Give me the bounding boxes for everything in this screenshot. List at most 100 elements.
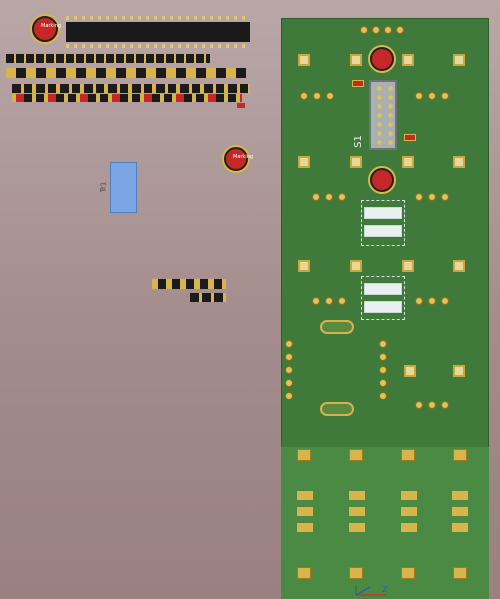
via: [415, 297, 423, 305]
square-pad: [350, 260, 362, 272]
smd-pad: [453, 567, 467, 579]
via-group-right-1: [415, 92, 455, 102]
via: [313, 92, 321, 100]
smd-red-board-2[interactable]: [404, 134, 416, 141]
via: [441, 401, 449, 409]
electrolytic-capacitor-board-1[interactable]: [368, 45, 396, 73]
oval-pad-2: [320, 402, 354, 416]
via: [428, 92, 436, 100]
via: [325, 297, 333, 305]
via: [415, 92, 423, 100]
capacitor-top: [372, 170, 392, 190]
square-pad: [453, 365, 465, 377]
via: [300, 92, 308, 100]
smd-pad: [297, 449, 311, 461]
square-pad: [402, 156, 414, 168]
via: [360, 26, 368, 34]
smd-pad: [401, 567, 415, 579]
smd-pad: [453, 449, 467, 461]
via: [338, 193, 346, 201]
oval-pad-1: [320, 320, 354, 334]
via: [428, 401, 436, 409]
inductor-winding: [364, 301, 402, 313]
via: [285, 353, 293, 361]
via-group-left-3: [312, 297, 352, 307]
connector-s1-label: S1: [352, 135, 364, 148]
smd-strip-1[interactable]: [6, 54, 210, 63]
capacitor-top: Marking: [226, 149, 253, 169]
square-pad: [453, 260, 465, 272]
smd-group-small-2[interactable]: [190, 293, 226, 302]
square-pad: [402, 260, 414, 272]
inductor-winding: [364, 283, 402, 295]
smd-red-part[interactable]: [237, 103, 245, 108]
via: [285, 340, 293, 348]
pad-column-3: [401, 491, 417, 539]
via: [372, 26, 380, 34]
pad-column-2: [349, 491, 365, 539]
via: [326, 92, 334, 100]
electrolytic-capacitor-loose-2[interactable]: Marking: [222, 145, 253, 173]
via: [441, 92, 449, 100]
smd-pad: [349, 449, 363, 461]
via: [441, 297, 449, 305]
via: [312, 297, 320, 305]
via: [379, 340, 387, 348]
via: [428, 193, 436, 201]
pad-column-1: [297, 491, 313, 539]
square-pad: [350, 54, 362, 66]
smd-pad: [349, 567, 363, 579]
capacitor-can: [368, 166, 396, 194]
capacitor-can: Marking: [30, 14, 61, 44]
inductor-winding: [364, 207, 402, 219]
via-group-right-2: [415, 193, 455, 203]
smd-strip-4[interactable]: [12, 94, 242, 102]
via: [285, 366, 293, 374]
via: [338, 297, 346, 305]
inductor-2[interactable]: [361, 276, 405, 320]
electrolytic-capacitor-loose-1[interactable]: Marking: [30, 14, 61, 44]
smd-pad: [297, 567, 311, 579]
via-group-left-2: [312, 193, 352, 203]
smd-strip-2[interactable]: [6, 68, 246, 78]
smd-group-small[interactable]: [152, 279, 226, 289]
capacitor-can: [368, 45, 396, 73]
square-pad: [298, 54, 310, 66]
square-pad: [402, 54, 414, 66]
square-pad: [453, 54, 465, 66]
via: [379, 379, 387, 387]
square-pad: [350, 156, 362, 168]
axis-z-line: [355, 586, 371, 596]
axis-z-label: Z: [382, 585, 388, 594]
via-group-right-4: [415, 401, 455, 411]
electrolytic-capacitor-board-2[interactable]: [368, 166, 396, 194]
via: [415, 193, 423, 201]
capacitor-marking: Marking: [41, 23, 62, 29]
via-group-left-1: [300, 92, 340, 102]
via-column-left: [285, 340, 295, 400]
via: [285, 392, 293, 400]
via: [312, 193, 320, 201]
smd-strip-3[interactable]: [12, 84, 250, 93]
transformer-tr1[interactable]: [110, 162, 137, 213]
inductor-winding: [364, 225, 402, 237]
via-column-right: [379, 340, 389, 400]
ic-row-top-pins: [66, 16, 250, 48]
square-pad: [404, 365, 416, 377]
square-pad: [298, 156, 310, 168]
square-pad: [453, 156, 465, 168]
via: [415, 401, 423, 409]
capacitor-top: Marking: [34, 18, 61, 40]
via: [384, 26, 392, 34]
axis-triad-icon: [355, 585, 386, 596]
smd-red-board-1[interactable]: [352, 80, 364, 87]
connector-s1[interactable]: [369, 80, 397, 150]
via: [285, 379, 293, 387]
via: [325, 193, 333, 201]
capacitor-can: Marking: [222, 145, 253, 173]
via: [396, 26, 404, 34]
via: [428, 297, 436, 305]
capacitor-top: [372, 49, 392, 69]
inductor-1[interactable]: [361, 200, 405, 246]
transformer-label: Tr1: [99, 181, 108, 193]
